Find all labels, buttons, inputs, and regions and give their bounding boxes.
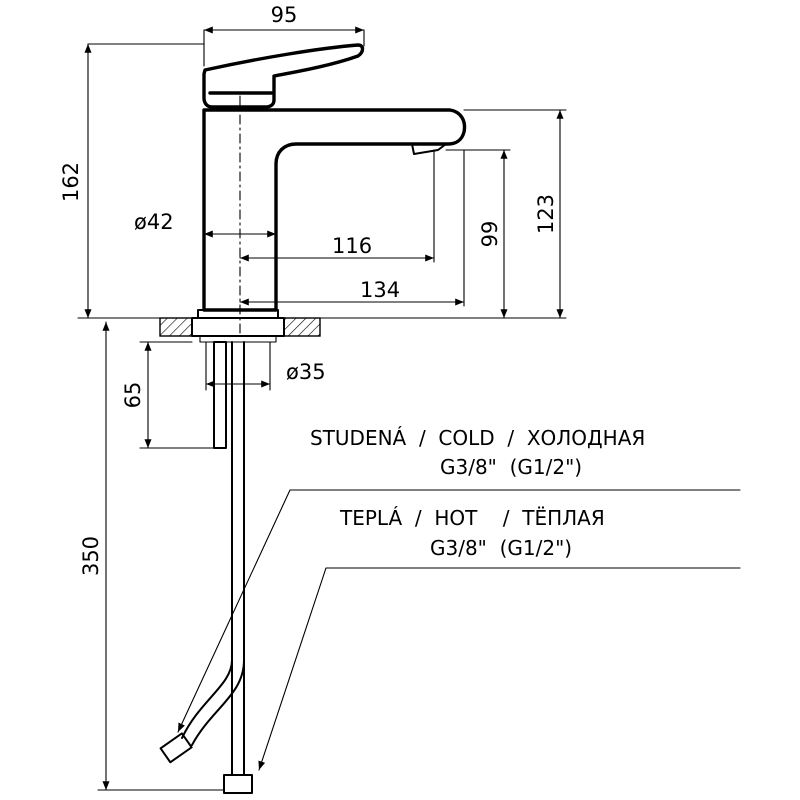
cold-hose-connector [159, 732, 193, 764]
dim-height-spout-top: 123 [534, 194, 558, 234]
countertop-left [159, 317, 193, 337]
dim-spout-reach-inner: 116 [332, 234, 372, 258]
dim-diameter-base: ø35 [286, 360, 326, 384]
dim-height-total: 162 [59, 162, 83, 202]
hot-thread: G3/8" (G1/2") [430, 536, 572, 560]
cold-thread: G3/8" (G1/2") [440, 455, 582, 479]
dim-hose-length: 350 [79, 536, 103, 576]
hoses [159, 341, 253, 794]
dim-diameter-body: ø42 [134, 210, 174, 234]
hot-label: TEPLÁ / HOT / ТЁПЛАЯ [339, 506, 605, 530]
dim-spout-height: 99 [478, 221, 502, 248]
cold-label: STUDENÁ / COLD / ХОЛОДНАЯ [310, 426, 645, 450]
countertop-right [283, 317, 321, 337]
hot-hose-connector [223, 774, 253, 794]
dim-stud-length: 65 [121, 382, 145, 409]
faucet-body [159, 43, 467, 343]
dimension-lines [77, 26, 741, 791]
dim-spout-reach-outer: 134 [360, 278, 400, 302]
dim-width-top: 95 [271, 3, 298, 27]
